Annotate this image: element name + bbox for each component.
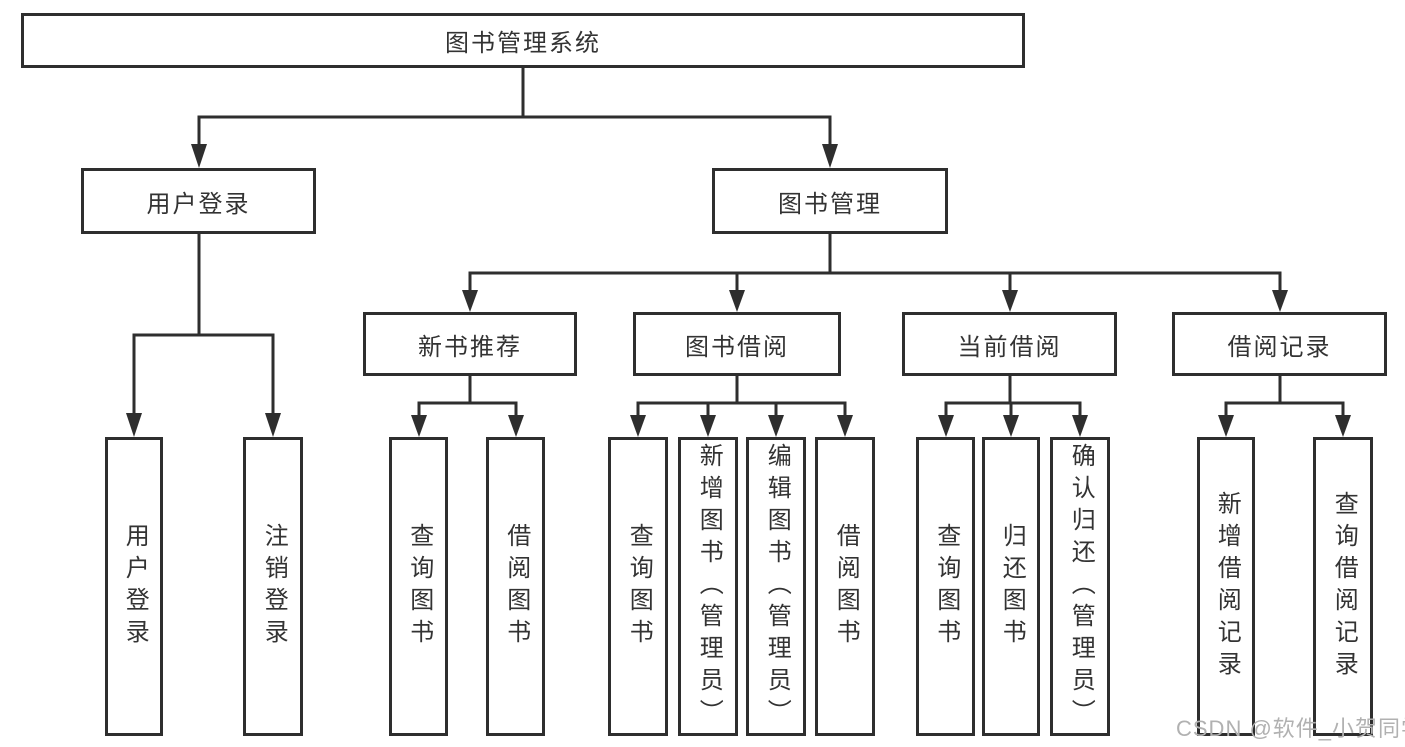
node-book-management: 图书管理 [712, 168, 948, 234]
node-label: 用户登录 [146, 190, 251, 218]
node-current-borrow: 当前借阅 [902, 312, 1117, 376]
node-label: 当前借阅 [957, 333, 1062, 361]
leaf-query-book-current: 查询图书 [916, 437, 975, 736]
leaf-label: 确认归还（管理员） [1067, 442, 1095, 731]
leaf-label: 查询图书 [625, 522, 653, 651]
node-borrow-records: 借阅记录 [1172, 312, 1387, 376]
leaf-label: 查询图书 [932, 522, 960, 651]
leaf-label: 注销登录 [260, 522, 288, 651]
node-label: 图书管理系统 [445, 30, 601, 57]
leaf-query-book-borrow: 查询图书 [608, 437, 668, 736]
leaf-add-borrow-record: 新增借阅记录 [1197, 437, 1255, 736]
leaf-borrow-book-recommend: 借阅图书 [486, 437, 545, 736]
leaf-label: 借阅图书 [502, 522, 530, 651]
node-label: 图书借阅 [685, 333, 789, 361]
leaf-logout: 注销登录 [243, 437, 303, 736]
leaf-borrow-book: 借阅图书 [815, 437, 875, 736]
leaf-label: 新增图书（管理员） [695, 442, 723, 731]
node-book-borrow: 图书借阅 [633, 312, 841, 376]
leaf-label: 归还图书 [998, 522, 1026, 651]
csdn-watermark: CSDN @软件_小贺同学 [1176, 716, 1405, 741]
leaf-label: 查询图书 [405, 522, 433, 651]
leaf-return-book: 归还图书 [982, 437, 1040, 736]
leaf-label: 编辑图书（管理员） [763, 442, 791, 731]
leaf-label: 借阅图书 [832, 522, 860, 651]
leaf-confirm-return-admin: 确认归还（管理员） [1050, 437, 1110, 736]
leaf-label: 用户登录 [121, 522, 149, 651]
leaf-add-book-admin: 新增图书（管理员） [678, 437, 738, 736]
node-new-book-recommend: 新书推荐 [363, 312, 577, 376]
leaf-label: 新增借阅记录 [1213, 490, 1241, 683]
node-label: 新书推荐 [418, 333, 522, 361]
node-label: 借阅记录 [1227, 333, 1332, 361]
node-user-login: 用户登录 [81, 168, 316, 234]
leaf-label: 查询借阅记录 [1330, 490, 1358, 683]
node-label: 图书管理 [778, 190, 882, 218]
leaf-query-borrow-record: 查询借阅记录 [1313, 437, 1373, 736]
leaf-edit-book-admin: 编辑图书（管理员） [746, 437, 806, 736]
leaf-user-login: 用户登录 [105, 437, 163, 736]
node-library-system: 图书管理系统 [21, 13, 1025, 68]
leaf-query-book-recommend: 查询图书 [389, 437, 448, 736]
